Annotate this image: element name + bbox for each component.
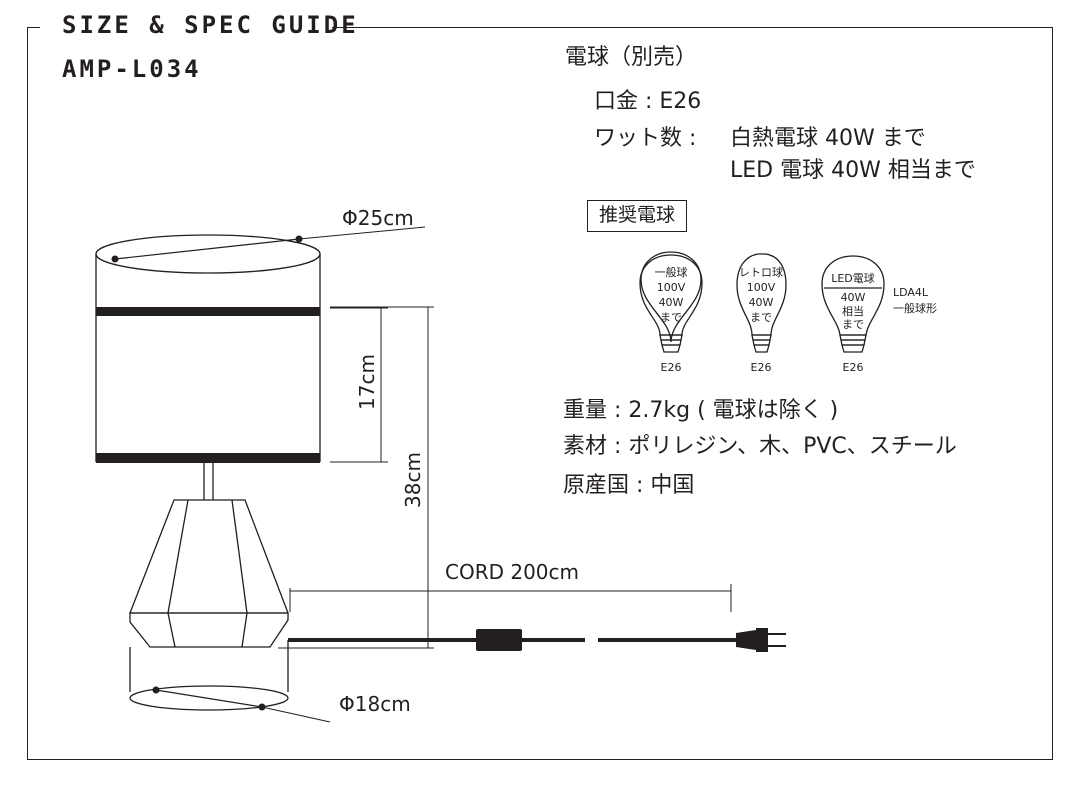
shade-height-label: 17cm: [355, 354, 379, 410]
bulb3-socket: E26: [843, 361, 864, 374]
bulb2-line3: 40W: [749, 296, 774, 309]
base-facet-4: [241, 612, 248, 648]
bulb1-socket: E26: [661, 361, 682, 374]
shade-dot-right: [295, 235, 303, 243]
shade-diameter-line: [114, 238, 300, 260]
bulb2-line1: レトロ球: [739, 265, 783, 279]
base-bottom-ellipse: [129, 685, 289, 711]
page-title: SIZE & SPEC GUIDE: [62, 11, 359, 39]
origin-spec: 原産国 : 中国: [563, 473, 695, 498]
shade-bottom-band: [96, 453, 320, 463]
total-height-label: 38cm: [401, 452, 425, 508]
bulb2-line2: 100V: [747, 281, 776, 294]
base-facet-2: [231, 499, 248, 614]
cord-length-label: CORD 200cm: [445, 560, 579, 584]
base-lower-outline: [129, 612, 289, 648]
bulb1-line3: 40W: [659, 296, 684, 309]
bulb-general: [639, 254, 703, 353]
base-diameter-label: Φ18cm: [339, 692, 411, 716]
base-diameter-line: [155, 689, 263, 708]
bulb1-line4: まで: [660, 311, 682, 324]
bulb3-line3: 相当: [842, 304, 864, 318]
bulb2-socket: E26: [751, 361, 772, 374]
base-dot-right: [258, 703, 266, 711]
shade-top-band: [96, 307, 320, 316]
bulb3-line1: LED電球: [831, 271, 875, 285]
recommended-bulb-label: 推奨電球: [587, 200, 687, 232]
led-note-line1: LDA4L: [893, 286, 929, 299]
wattage-led: LED 電球 40W 相当まで: [730, 158, 976, 183]
base-diameter-leader: [261, 706, 331, 723]
shade-diameter-leader: [298, 226, 426, 240]
plug-head: [756, 628, 768, 652]
weight-spec: 重量 : 2.7kg ( 電球は除く ): [563, 398, 839, 423]
bulb-icon-1: [640, 251, 702, 343]
guide-frame: [27, 27, 1053, 760]
material-spec: 素材 : ポリレジン、木、PVC、スチール: [563, 434, 957, 459]
led-note-line2: 一般球形: [893, 301, 937, 315]
bulb1-line1: 一般球: [655, 265, 688, 279]
base-facet-1: [167, 499, 189, 614]
model-number: AMP-L034: [62, 55, 202, 83]
bulb1-line2: 100V: [657, 281, 686, 294]
base-upper-outline: [129, 499, 289, 614]
base-facet-3: [167, 612, 176, 648]
bulb-retro: [736, 253, 787, 353]
socket-spec: 口金 : E26: [594, 89, 702, 114]
shade-diameter-label: Φ25cm: [342, 206, 414, 230]
frame-title-gap: [40, 10, 332, 44]
shade-dot-left: [111, 255, 119, 263]
cord-switch: [476, 629, 522, 651]
base-dot-left: [152, 686, 160, 694]
plug-body: [736, 630, 756, 650]
bulb-led: [821, 255, 885, 353]
bulb2-line4: まで: [750, 311, 772, 324]
bulb3-line2: 40W: [841, 291, 866, 304]
wattage-incandescent: 白熱電球 40W まで: [730, 126, 926, 151]
bulb3-line4: まで: [842, 318, 864, 331]
wattage-label: ワット数 :: [594, 126, 697, 151]
bulb-heading: 電球（別売）: [565, 45, 698, 70]
